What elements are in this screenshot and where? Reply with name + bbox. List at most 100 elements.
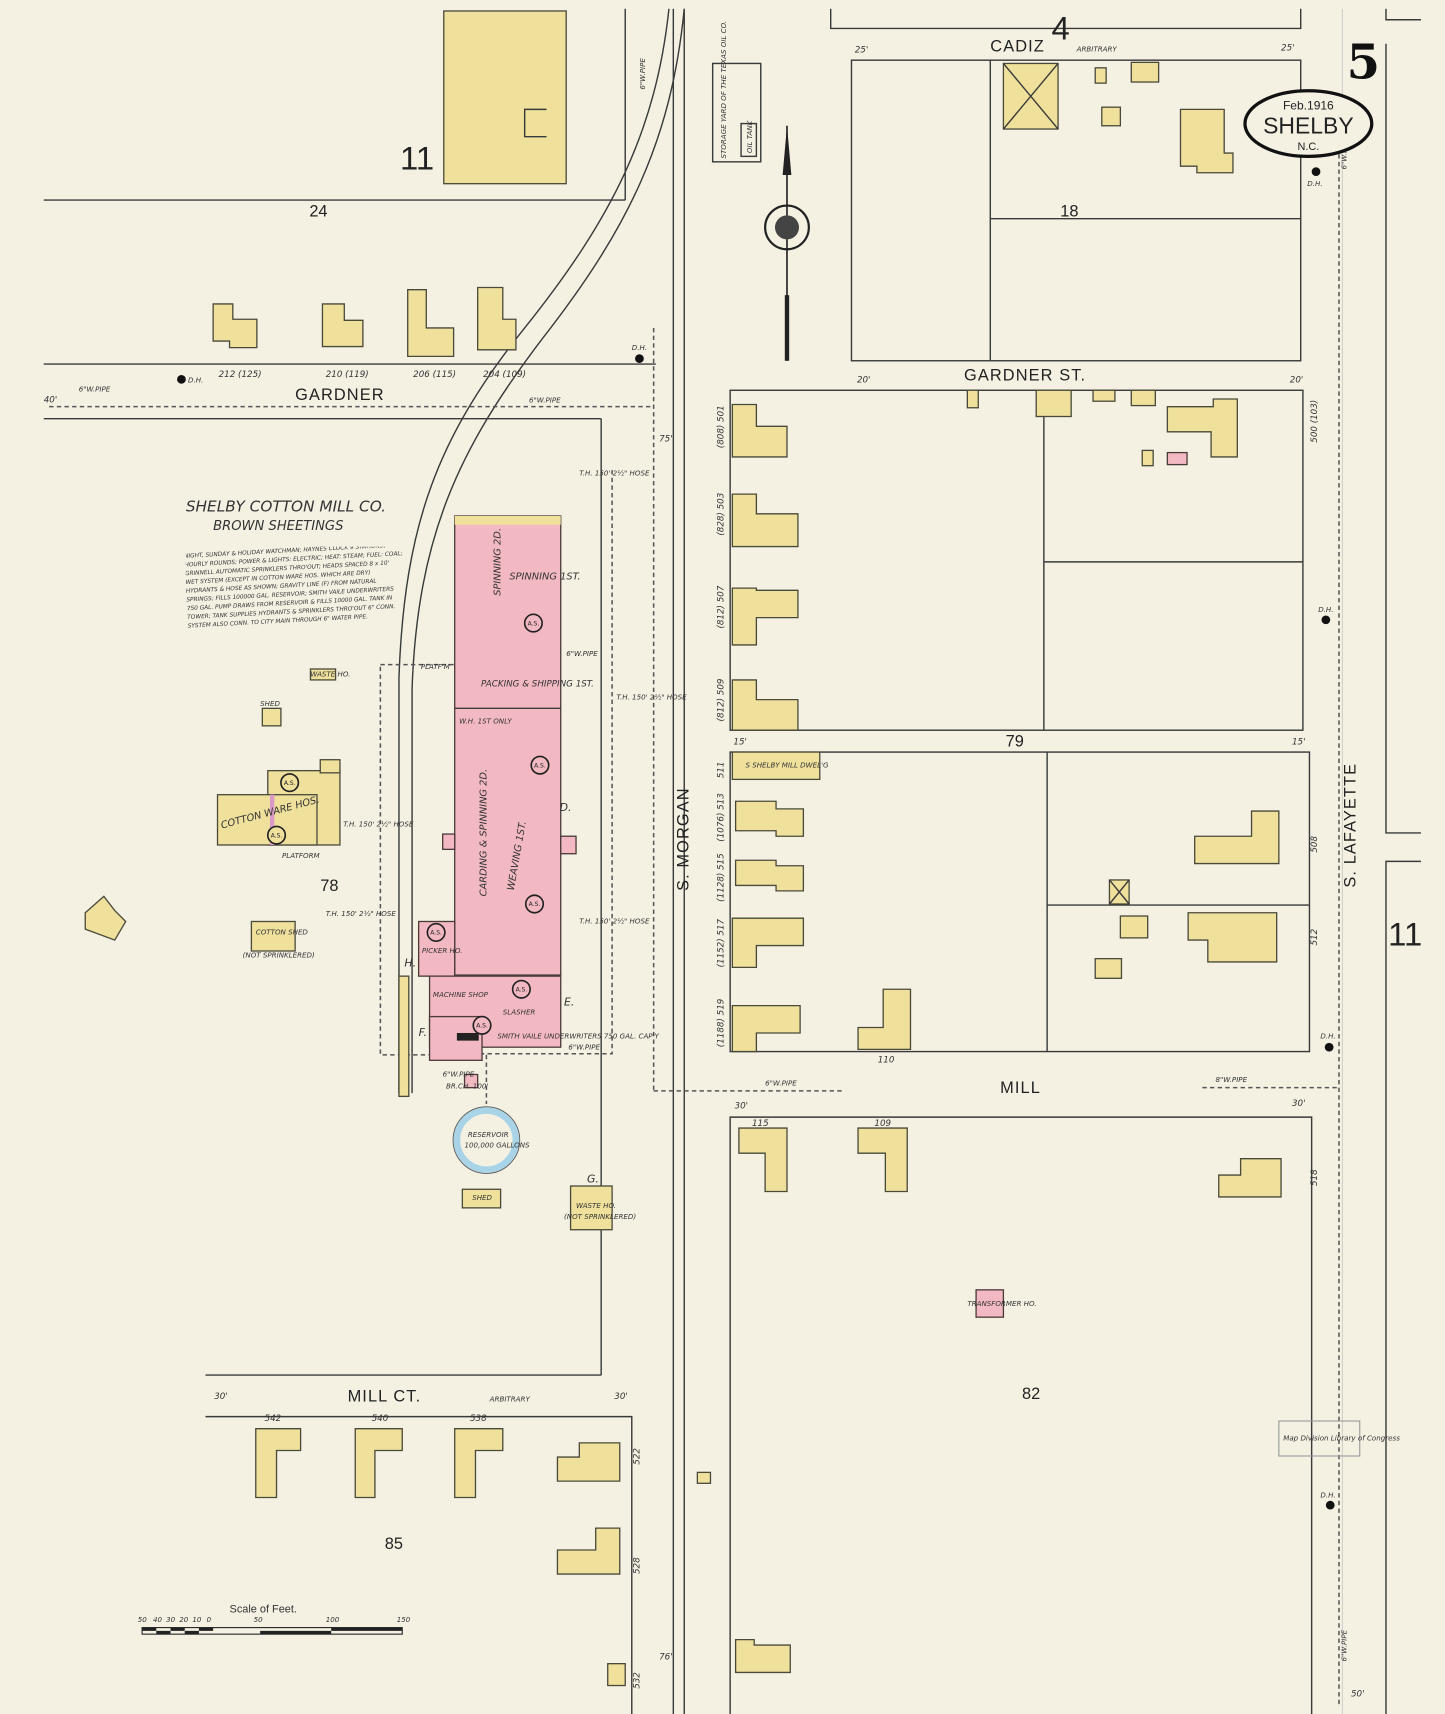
auto-sprinkler-markers: A.S. A.S. A.S. A.S. A.S. A.S. xyxy=(426,613,550,1035)
svg-text:100,000 GALLONS: 100,000 GALLONS xyxy=(465,1141,531,1150)
svg-text:RESERVOIR: RESERVOIR xyxy=(468,1130,509,1139)
street-width: 20' xyxy=(1290,376,1304,386)
scale-of-feet: Scale of Feet. 50 40 30 20 10 0 50 100 1… xyxy=(138,1603,411,1635)
svg-text:BR.CH. 100': BR.CH. 100' xyxy=(446,1082,488,1091)
svg-text:Scale of Feet.: Scale of Feet. xyxy=(230,1603,297,1615)
svg-text:204 (109): 204 (109) xyxy=(483,370,526,380)
svg-text:SPINNING 1ST.: SPINNING 1ST. xyxy=(509,571,580,582)
svg-text:H.: H. xyxy=(404,956,416,969)
svg-text:540: 540 xyxy=(372,1414,389,1424)
street-width: 30' xyxy=(614,1392,628,1402)
svg-text:S. MORGAN: S. MORGAN xyxy=(675,787,693,891)
svg-text:150: 150 xyxy=(397,1615,411,1624)
svg-text:6"W.PIPE: 6"W.PIPE xyxy=(529,395,561,404)
svg-text:S. LAFAYETTE: S. LAFAYETTE xyxy=(1341,763,1359,888)
library-stamp: Map Division Library of Congress xyxy=(1278,1420,1400,1457)
svg-text:532: 532 xyxy=(632,1672,642,1689)
mill-description: SHELBY COTTON MILL CO. BROWN SHEETINGS N… xyxy=(185,498,403,630)
svg-text:PICKER HO.: PICKER HO. xyxy=(422,946,463,955)
storage-yard: STORAGE YARD OF THE TEXAS OIL CO. OIL TA… xyxy=(711,21,762,163)
street-labels: GARDNER GARDNER ST. CADIZ ARBITRARY S. M… xyxy=(295,37,1359,1405)
street-width: 50' xyxy=(1351,1689,1365,1699)
mill-notes: NIGHT, SUNDAY & HOLIDAY WATCHMAN; HAYNES… xyxy=(185,546,403,630)
svg-text:0: 0 xyxy=(207,1615,212,1624)
svg-text:78: 78 xyxy=(320,877,338,895)
svg-text:85: 85 xyxy=(385,1535,403,1553)
transformer-house xyxy=(975,1289,1005,1318)
svg-text:ARBITRARY: ARBITRARY xyxy=(489,1394,531,1403)
svg-text:(812) 507: (812) 507 xyxy=(717,585,727,628)
svg-text:SHELBY: SHELBY xyxy=(1263,112,1354,138)
street-width: 76' xyxy=(659,1652,673,1662)
svg-text:4: 4 xyxy=(1052,9,1070,46)
svg-text:(NOT SPRINKLERED): (NOT SPRINKLERED) xyxy=(564,1212,636,1221)
svg-text:W.H. 1ST ONLY: W.H. 1ST ONLY xyxy=(459,717,512,726)
reservoir: RESERVOIR 100,000 GALLONS xyxy=(452,1106,531,1174)
street-width: 75' xyxy=(659,435,673,445)
svg-text:(812) 509: (812) 509 xyxy=(717,678,727,721)
svg-text:COTTON SHED: COTTON SHED xyxy=(256,928,309,937)
svg-text:(NOT SPRINKLERED): (NOT SPRINKLERED) xyxy=(243,951,315,960)
svg-text:D.H.: D.H. xyxy=(1318,605,1333,614)
svg-text:(1128) 515: (1128) 515 xyxy=(717,853,727,902)
shelby-cotton-mill: SPINNING 1ST. SPINNING 2D. PACKING & SHI… xyxy=(326,469,687,1186)
svg-text:110: 110 xyxy=(878,1055,895,1065)
svg-text:Feb.1916: Feb.1916 xyxy=(1283,98,1334,112)
svg-text:PACKING & SHIPPING 1ST.: PACKING & SHIPPING 1ST. xyxy=(481,679,594,689)
svg-text:T.H. 150' 2½" HOSE: T.H. 150' 2½" HOSE xyxy=(616,693,687,702)
svg-text:6"W.PIPE: 6"W.PIPE xyxy=(566,649,598,658)
svg-text:MILL: MILL xyxy=(1000,1079,1041,1097)
svg-text:E.: E. xyxy=(564,996,574,1009)
block-lines xyxy=(43,8,1421,1714)
svg-text:SPINNING 2D.: SPINNING 2D. xyxy=(493,528,504,596)
street-widths: 25' 25' 20' 20' 40' 75' 15' 15' 30' 30' … xyxy=(44,43,1365,1699)
svg-text:TRANSFORMER HO.: TRANSFORMER HO. xyxy=(967,1299,1036,1308)
svg-text:6"W.PIPE: 6"W.PIPE xyxy=(1340,1629,1349,1661)
street-width: 30' xyxy=(735,1101,749,1111)
svg-text:S SHELBY MILL DWEL'G: S SHELBY MILL DWEL'G xyxy=(745,760,829,769)
shed xyxy=(461,1188,502,1209)
compass-rose-icon xyxy=(764,125,810,361)
street-width: 15' xyxy=(733,737,747,747)
svg-text:11: 11 xyxy=(400,139,434,176)
sheet-number: 5 xyxy=(1347,35,1380,91)
svg-text:CARDING & SPINNING 2D.: CARDING & SPINNING 2D. xyxy=(478,769,489,896)
svg-text:(1188) 519: (1188) 519 xyxy=(717,998,727,1047)
svg-text:518: 518 xyxy=(1310,1169,1320,1186)
svg-text:D.H.: D.H. xyxy=(1307,179,1322,188)
street-width: 30' xyxy=(214,1392,228,1402)
waste-house xyxy=(569,1185,613,1231)
svg-text:T.H. 150' 2½" HOSE: T.H. 150' 2½" HOSE xyxy=(579,469,650,478)
svg-text:100: 100 xyxy=(326,1615,340,1624)
svg-text:SHED: SHED xyxy=(472,1193,492,1202)
svg-text:OIL TANK: OIL TANK xyxy=(745,119,754,153)
svg-text:24: 24 xyxy=(309,202,327,220)
svg-text:A.S.: A.S. xyxy=(284,780,296,787)
street-width: 30' xyxy=(1292,1099,1306,1109)
svg-text:BROWN SHEETINGS: BROWN SHEETINGS xyxy=(213,519,343,534)
svg-text:6"W.PIPE: 6"W.PIPE xyxy=(765,1078,797,1087)
svg-text:542: 542 xyxy=(265,1414,282,1424)
svg-text:CADIZ: CADIZ xyxy=(990,37,1045,55)
svg-text:511: 511 xyxy=(717,762,727,779)
svg-text:6"W.PIPE: 6"W.PIPE xyxy=(638,58,647,90)
svg-text:(808) 501: (808) 501 xyxy=(717,405,727,448)
svg-text:79: 79 xyxy=(1006,733,1024,751)
svg-text:115: 115 xyxy=(752,1119,769,1129)
svg-text:6"W.PIPE: 6"W.PIPE xyxy=(443,1070,475,1079)
svg-text:508: 508 xyxy=(1310,836,1320,853)
svg-text:WASTE HO.: WASTE HO. xyxy=(576,1201,616,1210)
title-cartouche: Feb.1916 SHELBY N.C. xyxy=(1243,89,1374,159)
svg-text:A.S.: A.S. xyxy=(271,832,283,839)
svg-text:STORAGE YARD OF THE TEXAS OIL: STORAGE YARD OF THE TEXAS OIL CO. xyxy=(719,21,728,159)
dwellings-gardner: 212 (125) 210 (119) 206 (115) 204 (109) xyxy=(212,286,526,380)
svg-text:SHELBY COTTON MILL CO.: SHELBY COTTON MILL CO. xyxy=(186,498,386,516)
street-width: 40' xyxy=(44,395,58,405)
svg-text:MILL CT.: MILL CT. xyxy=(348,1387,422,1405)
svg-text:6"W.PIPE: 6"W.PIPE xyxy=(79,384,111,393)
fire-hydrants: D.H. D.H. D.H. D.H. D.H. D.H. 6"W.PIPE 6… xyxy=(79,58,1349,1662)
svg-text:206 (115): 206 (115) xyxy=(413,370,456,380)
svg-text:528: 528 xyxy=(632,1557,642,1574)
svg-text:A.S.: A.S. xyxy=(529,901,541,908)
svg-text:8"W.PIPE: 8"W.PIPE xyxy=(1215,1075,1247,1084)
